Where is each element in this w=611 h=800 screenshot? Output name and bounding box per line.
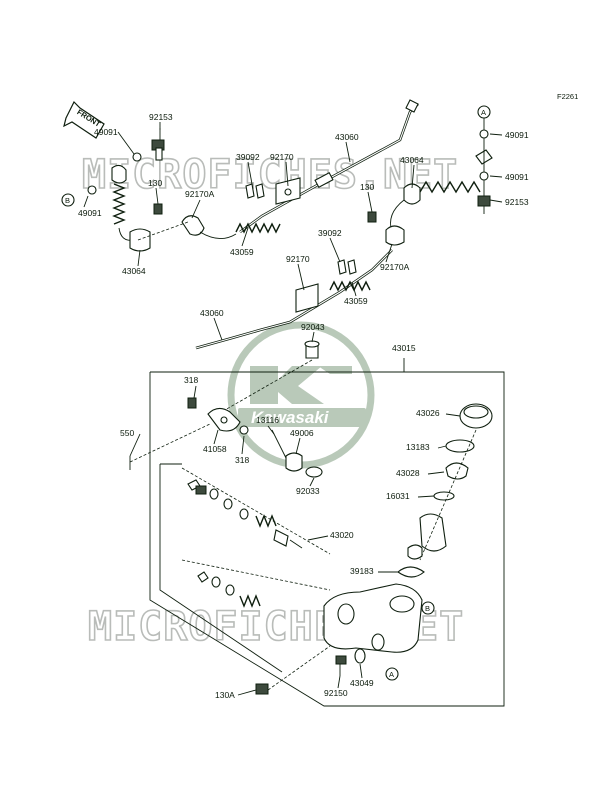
label-43028: 43028 (396, 468, 420, 478)
label-92150: 92150 (324, 688, 348, 698)
label-43015: 43015 (392, 343, 416, 353)
bracket-92170-top (245, 177, 301, 205)
bushing-49006 (285, 452, 303, 472)
svg-text:B: B (65, 196, 70, 205)
label-92170A-mid: 92170A (380, 262, 410, 272)
label-41058: 41058 (203, 444, 227, 454)
label-49091-right-top: 49091 (505, 130, 529, 140)
cable-end-fitting-left (111, 164, 127, 184)
callout-b-left: B (61, 193, 75, 207)
logo-wordmark-band (238, 408, 366, 427)
cable-43060-top (235, 99, 419, 234)
ring-16031 (433, 491, 455, 501)
nut-318-top (187, 397, 197, 409)
label-318-top: 318 (184, 375, 198, 385)
label-43060-mid: 43060 (200, 308, 224, 318)
master-cylinder-frame (149, 358, 505, 707)
adjuster-43059-top (235, 222, 281, 234)
bolt-130-right (367, 211, 377, 223)
bracket-92170-mid (295, 283, 319, 313)
pivot-parts (129, 340, 323, 478)
label-92033: 92033 (296, 486, 320, 496)
bolt-130A (255, 683, 269, 695)
callout-a-top: A (477, 105, 491, 119)
label-130-left: 130 (148, 178, 162, 188)
clamp-92170A-left (181, 215, 205, 236)
label-43026: 43026 (416, 408, 440, 418)
clip-39092-mid (337, 259, 347, 275)
bolt-130-left (153, 203, 163, 215)
master-cylinder-body (255, 583, 423, 695)
label-16031: 16031 (386, 491, 410, 501)
piston-kit-43020 (181, 467, 331, 608)
label-39092-top: 39092 (236, 152, 260, 162)
washer-49091-left-bottom (87, 185, 97, 195)
label-550: 550 (120, 428, 134, 438)
callout-b-body: B (421, 601, 435, 615)
reservoir-parts (397, 403, 493, 578)
bolt-92150 (335, 655, 347, 665)
label-49006: 49006 (290, 428, 314, 438)
callout-a-body: A (385, 667, 399, 681)
label-43059-top: 43059 (230, 247, 254, 257)
bolt-92153-right (477, 195, 491, 207)
right-cable-assembly (367, 110, 493, 246)
boot-43064-right (403, 183, 421, 205)
label-39183: 39183 (350, 566, 374, 576)
label-92043: 92043 (301, 322, 325, 332)
washer-49091-left-top (132, 152, 142, 162)
label-49091-left-top: 49091 (94, 127, 118, 137)
label-13116: 13116 (256, 415, 279, 425)
part-labels: 92153 49091 49091 130 92170A 43064 39092… (78, 112, 529, 700)
left-cable-assembly (87, 128, 237, 252)
label-92170A-left: 92170A (185, 189, 215, 199)
label-43060-top: 43060 (335, 132, 359, 142)
adjuster-43059-mid (329, 280, 371, 292)
svg-text:A: A (481, 108, 486, 117)
label-130A: 130A (215, 690, 235, 700)
boot-43064-left (129, 228, 151, 252)
label-130-right: 130 (360, 182, 374, 192)
label-43020: 43020 (330, 530, 354, 540)
label-43059-mid: 43059 (344, 296, 368, 306)
cable-43060-mid (195, 249, 393, 350)
rod-13116 (271, 429, 289, 463)
watermark-text-top: MICROFICHES.NET (82, 152, 458, 198)
reservoir-body (419, 513, 447, 552)
clamp-92170A-right (385, 225, 405, 246)
label-92170-mid: 92170 (286, 254, 310, 264)
washer-49091-right-mid (479, 171, 489, 181)
washer-43049 (354, 648, 366, 664)
svg-text:B: B (425, 604, 430, 613)
leader-lines (83, 122, 503, 696)
kawasaki-logo: Kawasaki (227, 321, 375, 469)
ring-92033 (305, 466, 323, 478)
label-92153-left: 92153 (149, 112, 173, 122)
plate-43028 (445, 462, 469, 480)
label-43049: 43049 (350, 678, 374, 688)
svg-text:A: A (389, 670, 394, 679)
clip-39092-top (245, 183, 255, 199)
washer-49091-right-top (479, 129, 489, 139)
label-92170-top: 92170 (270, 152, 294, 162)
label-318-bottom: 318 (235, 455, 249, 465)
figure-code: F2261 (557, 92, 578, 101)
label-92153-right: 92153 (505, 197, 529, 207)
nut-318-bottom (239, 425, 249, 435)
label-49091-right-mid: 49091 (505, 172, 529, 182)
clamp-39183 (397, 566, 425, 578)
logo-wordmark: Kawasaki (251, 408, 330, 427)
label-13183: 13183 (406, 442, 430, 452)
label-49091-left-bottom: 49091 (78, 208, 102, 218)
label-39092-mid: 39092 (318, 228, 342, 238)
label-43064-left: 43064 (122, 266, 146, 276)
diaphragm-13183 (445, 439, 475, 453)
label-43064-right: 43064 (400, 155, 424, 165)
